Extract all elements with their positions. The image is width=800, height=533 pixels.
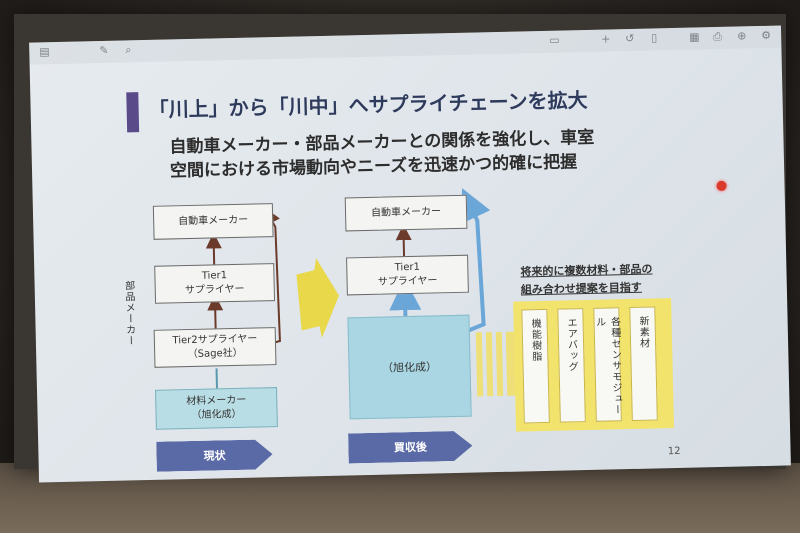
after-automaker-box: 自動車メーカー: [344, 194, 468, 232]
yellow-arrow-1: [296, 258, 339, 339]
page-number: 12: [667, 445, 681, 458]
presentation-slide: ▤ ✎ ⌕ ▭ + ↺ ▯ ▦ ⎙ ⊕ ⚙ 「川上」から「川中」へサプライチェー…: [29, 25, 791, 483]
future-column-airbag: エアバッグ: [557, 308, 586, 423]
future-label-line-1: 将来的に複数材料・部品の: [520, 262, 653, 279]
future-label-line-2: 組み合わせ提案を目指す: [520, 280, 642, 297]
parts-maker-label: 部品メーカー: [122, 280, 136, 347]
current-stage-label: 現状: [156, 439, 273, 472]
future-column-functional-resin: 機能樹脂: [521, 308, 550, 424]
current-tier2-box: Tier2サプライヤー（Sage社）: [153, 327, 277, 368]
projection-screen: ▤ ✎ ⌕ ▭ + ↺ ▯ ▦ ⎙ ⊕ ⚙ 「川上」から「川中」へサプライチェー…: [14, 14, 791, 483]
future-column-sensor-module: 各種センサモジュール: [593, 307, 622, 422]
after-stage-label: 買収後: [348, 431, 473, 464]
current-automaker-box: 自動車メーカー: [152, 203, 274, 240]
future-column-new-material: 新素材: [629, 306, 658, 422]
current-material-box: 材料メーカー（旭化成）: [155, 387, 278, 430]
after-asahi-box: （旭化成）: [347, 314, 472, 420]
